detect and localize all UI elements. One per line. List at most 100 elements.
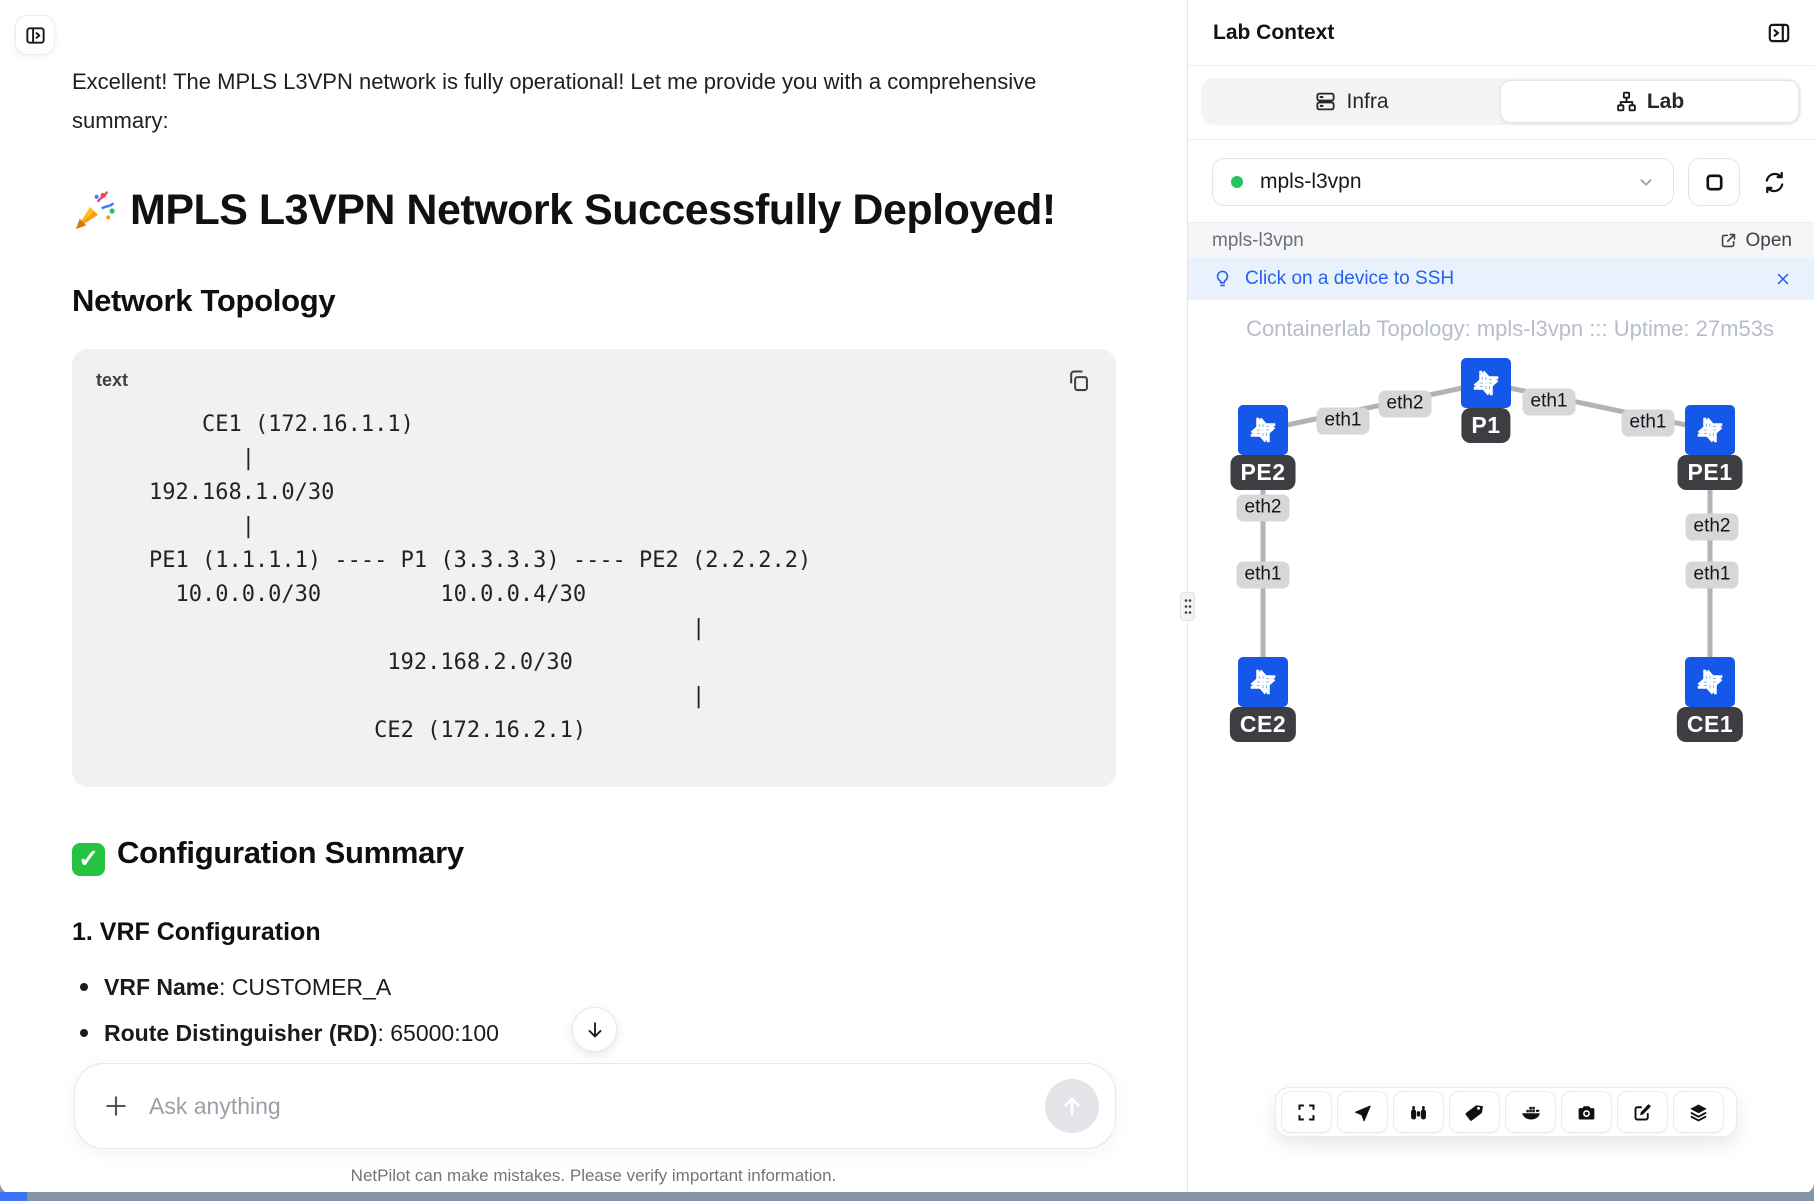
tab-infra-label: Infra [1346, 89, 1389, 113]
collapse-panel-icon[interactable] [1766, 20, 1792, 46]
node-label-ce2[interactable]: CE2 [1229, 707, 1297, 742]
node-pe2[interactable] [1238, 405, 1288, 455]
attach-plus-icon[interactable] [101, 1091, 131, 1121]
config-list: VRF Name: CUSTOMER_A Route Distinguisher… [72, 973, 1116, 1047]
party-popper-emoji [72, 189, 116, 233]
open-lab-label: Open [1745, 229, 1792, 251]
node-ce2[interactable] [1238, 657, 1288, 707]
check-mark-emoji: ✓ [72, 842, 105, 876]
bullet-value: : CUSTOMER_A [219, 973, 392, 1000]
node-label-p1[interactable]: P1 [1461, 408, 1511, 443]
tabs-section: Infra Lab [1188, 66, 1814, 140]
tab-group: Infra Lab [1201, 78, 1801, 125]
summary-heading-text: Configuration Summary [117, 835, 464, 870]
edge-label: eth2 [1378, 390, 1432, 418]
node-label-ce1[interactable]: CE1 [1676, 707, 1744, 742]
tab-infra[interactable]: Infra [1203, 80, 1500, 123]
topology-heading: Network Topology [72, 283, 336, 318]
bullet-label: VRF Name [104, 973, 220, 1000]
server-icon [1314, 90, 1337, 113]
chat-messages: Excellent! The MPLS L3VPN network is ful… [72, 0, 1116, 1047]
stop-lab-button[interactable] [1688, 158, 1740, 206]
close-icon[interactable] [1774, 270, 1792, 288]
find-button[interactable] [1393, 1091, 1444, 1133]
lab-name-text: mpls-l3vpn [1212, 229, 1304, 251]
binoculars-icon [1408, 1102, 1429, 1123]
hierarchy-icon [1615, 90, 1638, 113]
arrow-down-icon [584, 1019, 606, 1041]
edit-button[interactable] [1617, 1091, 1668, 1133]
node-pe1[interactable] [1685, 405, 1735, 455]
bullet-value: : 65000:100 [377, 1019, 499, 1046]
chat-input[interactable] [149, 1092, 1045, 1120]
panel-header: Lab Context [1188, 0, 1814, 66]
tag-button[interactable] [1449, 1091, 1500, 1133]
node-label-pe2[interactable]: PE2 [1230, 455, 1296, 490]
edge-label: eth2 [1685, 513, 1739, 541]
camera-icon [1576, 1102, 1597, 1123]
vrf-heading: 1. VRF Configuration [72, 917, 321, 946]
window-accent-notch [0, 1192, 27, 1201]
docker-button[interactable] [1505, 1091, 1556, 1133]
send-button[interactable] [1045, 1079, 1099, 1133]
router-icon [1689, 409, 1731, 451]
screenshot-button[interactable] [1561, 1091, 1612, 1133]
layers-button[interactable] [1673, 1091, 1724, 1133]
edge-label: eth1 [1621, 409, 1675, 437]
router-icon [1242, 409, 1284, 451]
copy-icon[interactable] [1065, 367, 1092, 394]
lightbulb-icon [1212, 269, 1233, 290]
panel-left-icon [24, 24, 47, 47]
navigate-button[interactable] [1337, 1091, 1388, 1133]
edge-label: eth1 [1236, 561, 1290, 589]
ssh-hint-text: Click on a device to SSH [1245, 268, 1455, 289]
lab-context-panel: Lab Context [1188, 0, 1814, 1194]
edge-label: eth1 [1685, 561, 1739, 589]
edit-icon [1632, 1102, 1653, 1123]
panel-resize-handle[interactable] [1180, 592, 1195, 621]
ssh-hint-banner: Click on a device to SSH [1188, 258, 1814, 300]
edge-label: eth2 [1236, 494, 1290, 522]
navigation-arrow-icon [1352, 1102, 1373, 1123]
lab-select-dropdown[interactable]: mpls-l3vpn [1212, 158, 1674, 206]
code-block: text CE1 (172.16.1.1) | 192.168.1.0/30 |… [72, 349, 1116, 787]
assistant-message: Excellent! The MPLS L3VPN network is ful… [72, 69, 1037, 133]
chat-pane: Excellent! The MPLS L3VPN network is ful… [15, 0, 1116, 1185]
tag-icon [1464, 1102, 1485, 1123]
lab-controls: mpls-l3vpn [1188, 140, 1814, 222]
docker-whale-icon [1520, 1101, 1542, 1123]
stop-square-icon [1703, 171, 1726, 194]
tab-lab[interactable]: Lab [1500, 80, 1799, 123]
list-item: Route Distinguisher (RD): 65000:100 [72, 1019, 1116, 1047]
router-icon [1689, 661, 1731, 703]
status-dot [1231, 176, 1243, 188]
page-title-text: MPLS L3VPN Network Successfully Deployed… [130, 186, 1056, 234]
ascii-topology: CE1 (172.16.1.1) | 192.168.1.0/30 | PE1 … [148, 412, 812, 743]
disclaimer-text: NetPilot can make mistakes. Please verif… [350, 1166, 837, 1185]
open-lab-link[interactable]: Open [1719, 230, 1792, 252]
sidebar-toggle-button[interactable] [15, 15, 55, 55]
topology-toolbar [1275, 1087, 1737, 1137]
router-icon [1242, 661, 1284, 703]
node-label-pe1[interactable]: PE1 [1677, 455, 1743, 490]
topology-caption: Containerlab Topology: mpls-l3vpn ::: Up… [1246, 316, 1774, 341]
fullscreen-button[interactable] [1281, 1091, 1332, 1133]
page-title: MPLS L3VPN Network Successfully Deployed… [72, 186, 1116, 235]
node-p1[interactable] [1461, 358, 1511, 408]
window-bottom-edge [0, 1192, 1814, 1201]
edge-label: eth1 [1316, 407, 1370, 435]
list-item: VRF Name: CUSTOMER_A [72, 973, 1116, 1001]
chevron-down-icon [1635, 171, 1657, 193]
chat-composer [74, 1063, 1116, 1149]
arrow-up-icon [1059, 1093, 1085, 1119]
refresh-button[interactable] [1754, 162, 1794, 202]
fullscreen-icon [1296, 1102, 1317, 1123]
refresh-icon [1761, 169, 1788, 196]
external-link-icon [1719, 231, 1738, 250]
topology-canvas[interactable]: Containerlab Topology: mpls-l3vpn ::: Up… [1188, 300, 1814, 1194]
scroll-to-bottom-button[interactable] [572, 1007, 617, 1052]
tab-lab-label: Lab [1646, 89, 1685, 113]
node-ce1[interactable] [1685, 657, 1735, 707]
layers-icon [1688, 1102, 1709, 1123]
